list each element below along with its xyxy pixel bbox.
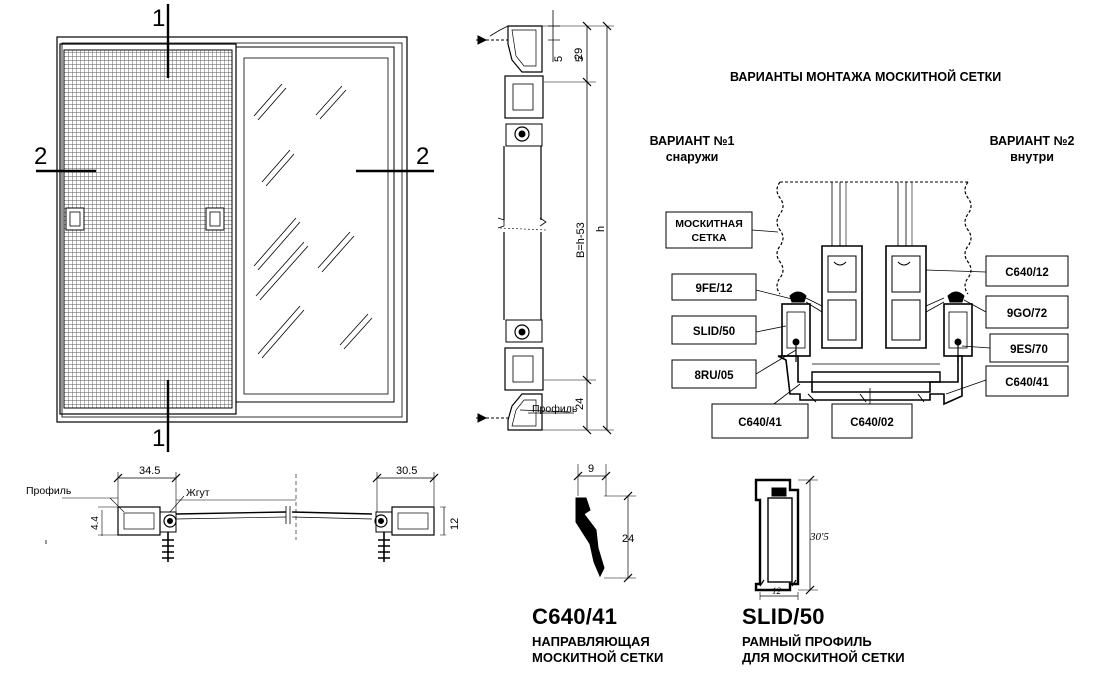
slid50-outer-shape <box>754 478 800 592</box>
slid50-code: SLID/50 <box>742 604 825 629</box>
variant2-title: ВАРИАНТ №2 <box>989 134 1075 148</box>
variant1-title: ВАРИАНТ №1 <box>649 134 735 148</box>
dim-24-text: 24 <box>574 398 586 410</box>
vertical-profile-label: Профиль <box>532 403 578 415</box>
variant2-block: ВАРИАНТ №2 внутри <box>984 133 1080 165</box>
mesh-left-wavy <box>776 181 784 295</box>
cord-label: Жгут <box>186 487 210 499</box>
c64041-desc-line2: МОСКИТНОЙ СЕТКИ <box>532 650 664 665</box>
glass-pane <box>243 57 389 395</box>
c64041-desc-line1: НАПРАВЛЯЮЩАЯ <box>532 634 650 649</box>
dim-30-5-text: 30.5 <box>396 465 417 477</box>
slid50-desc-line1: РАМНЫЙ ПРОФИЛЬ <box>742 634 872 649</box>
variant1-subtitle: снаружи <box>665 150 719 164</box>
slid50-description: РАМНЫЙ ПРОФИЛЬ ДЛЯ МОСКИТНОЙ СЕТКИ <box>742 634 905 666</box>
horizontal-profile-label: Профиль <box>26 485 72 497</box>
section-2-left-label: 2 <box>34 143 47 170</box>
dim-5-text: 5 <box>553 56 565 62</box>
section-2-right-label: 2 <box>416 143 429 170</box>
callout-boxes <box>665 211 1069 439</box>
section-1-bottom-label: 1 <box>152 425 165 452</box>
variant1-block: ВАРИАНТ №1 снаружи <box>644 133 740 165</box>
vertical-section-drawing <box>476 10 614 435</box>
dim-29-text: 29 <box>573 48 585 60</box>
handle-left <box>65 207 85 231</box>
slid50-dim-12: 12 <box>772 586 782 596</box>
label-9fe12: 9FE/12 <box>695 283 732 295</box>
c64041-dim-9: 9 <box>588 463 594 475</box>
leader-lines <box>751 229 991 411</box>
slid50-desc-line2: ДЛЯ МОСКИТНОЙ СЕТКИ <box>742 650 905 665</box>
c64041-code: C640/41 <box>532 604 618 629</box>
mosquito-mesh-panel <box>63 49 233 409</box>
handle-right <box>205 207 225 231</box>
label-9go72: 9GO/72 <box>1007 308 1047 320</box>
c64041-description: НАПРАВЛЯЮЩАЯ МОСКИТНОЙ СЕТКИ <box>532 634 663 666</box>
right-sash-profile <box>885 245 927 349</box>
mosquito-sash-frame <box>59 43 237 415</box>
section-1-top-label: 1 <box>152 5 165 32</box>
dim-34-5-text: 34.5 <box>139 465 160 477</box>
base-frame-profile <box>777 355 963 406</box>
c64041-profile-shape <box>575 497 605 578</box>
mesh-right-wavy <box>964 181 972 295</box>
label-8ru05: 8RU/05 <box>695 370 735 382</box>
left-9fe12-seal <box>789 291 807 303</box>
c64041-dim-24: 24 <box>622 533 634 545</box>
right-9go72-seal <box>947 291 965 303</box>
left-sash-profile <box>821 245 863 349</box>
label-c64041-right: C640/41 <box>1005 377 1049 389</box>
mesh-label-1: МОСКИТНАЯ <box>675 218 743 230</box>
mounting-variants-detail <box>665 181 1069 439</box>
horizontal-section-drawing <box>45 472 446 562</box>
profile-c64041-drawing <box>573 464 636 583</box>
slid50-dim-30: 30'5 <box>809 531 829 543</box>
mesh-label-2: СЕТКА <box>692 232 727 244</box>
label-c64002: C640/02 <box>850 417 893 429</box>
glass-sash <box>235 46 395 403</box>
window-elevation <box>36 4 434 452</box>
label-9es70: 9ES/70 <box>1010 344 1048 356</box>
dim-5-label: 5 <box>574 56 586 62</box>
window-inner-frame <box>61 42 403 418</box>
dim-b-text: B=h-53 <box>575 222 587 258</box>
window-outer-frame <box>56 36 408 423</box>
label-c64012: C640/12 <box>1005 267 1048 279</box>
dim-h-text: h <box>595 226 607 232</box>
label-slid50: SLID/50 <box>693 326 735 338</box>
variant2-subtitle: внутри <box>1010 150 1054 164</box>
glass-reflection-marks <box>253 83 373 359</box>
mounting-title: ВАРИАНТЫ МОНТАЖА МОСКИТНОЙ СЕТКИ <box>730 70 1002 84</box>
profile-slid50-drawing <box>754 475 818 600</box>
label-c64041-bottom: C640/41 <box>738 417 782 429</box>
dim-12-text: 12 <box>449 518 461 530</box>
dim-4-4-text: 4.4 <box>90 516 101 530</box>
